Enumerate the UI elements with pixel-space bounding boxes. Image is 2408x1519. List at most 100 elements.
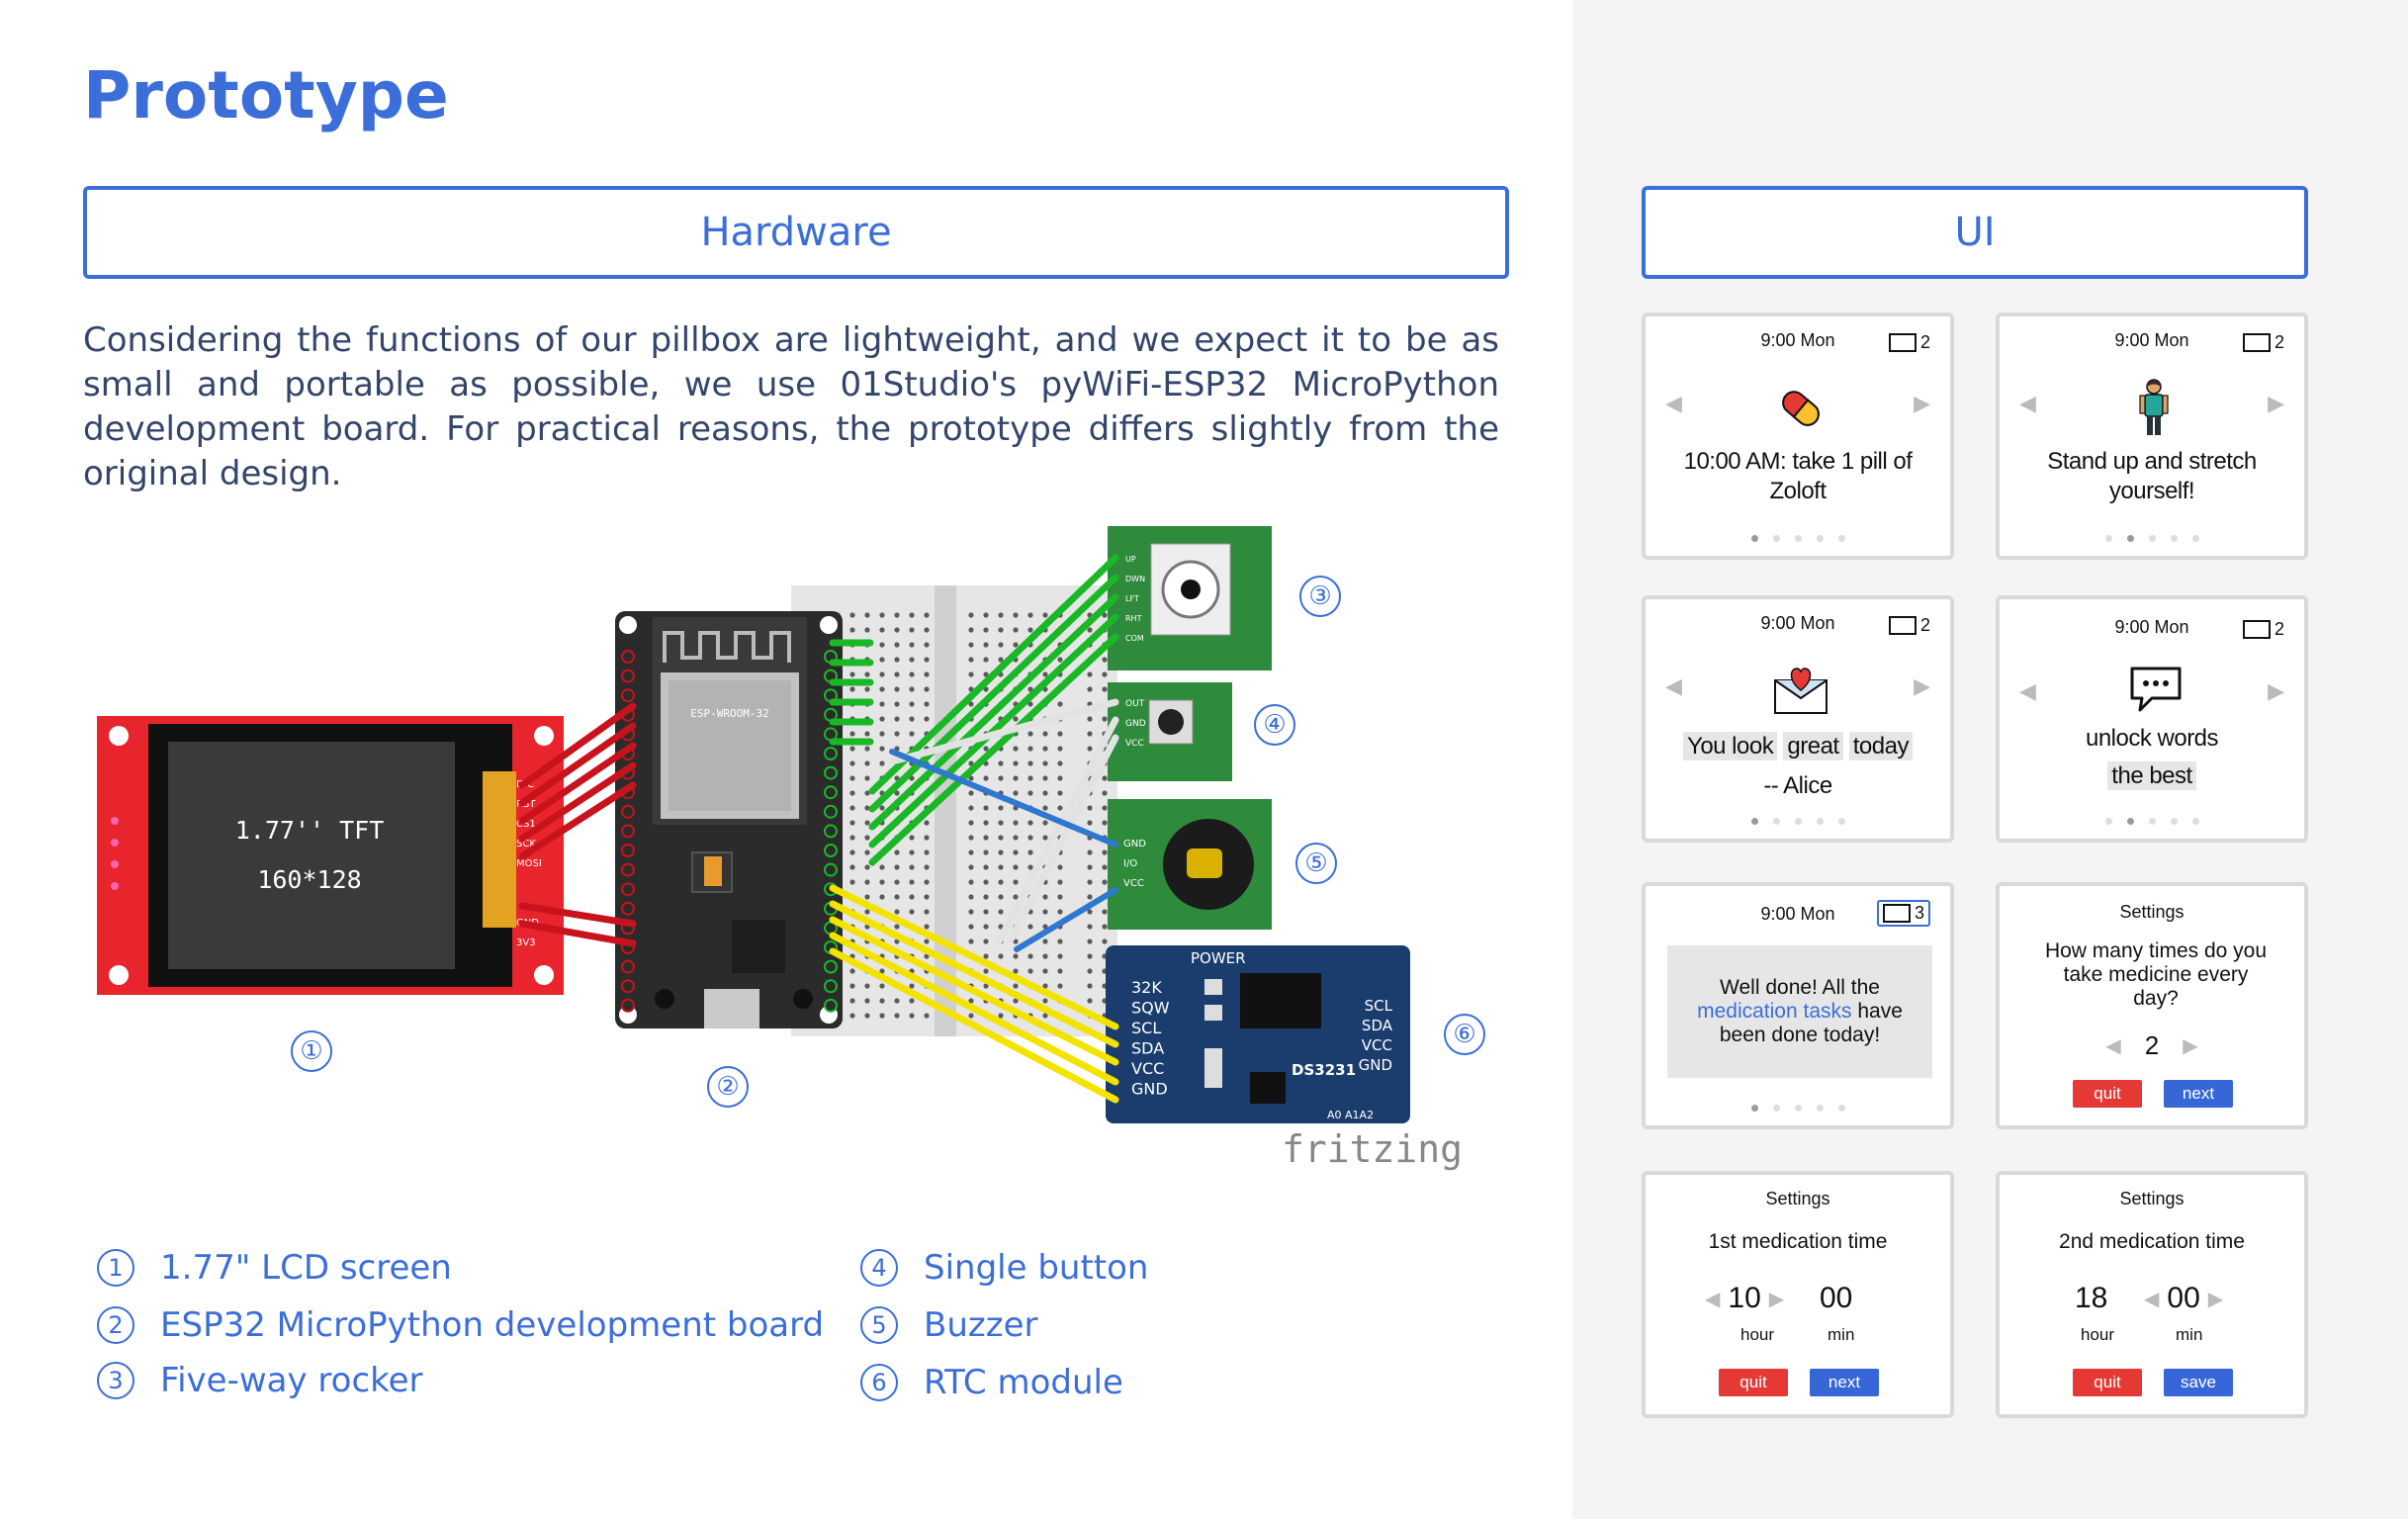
lcd-pin-label: CS1 bbox=[516, 819, 536, 830]
buzzer-pin-label: GND bbox=[1123, 839, 1146, 849]
page-dots bbox=[1646, 818, 1950, 825]
callout-6: ⑥ bbox=[1444, 1014, 1485, 1055]
rocker-pin-label: RHT bbox=[1125, 614, 1142, 623]
message-icon bbox=[1882, 904, 1911, 923]
unlocked-word: the best bbox=[2107, 761, 2196, 790]
page-dots bbox=[2000, 535, 2304, 542]
page-title: Prototype bbox=[83, 57, 449, 134]
quit-button[interactable]: quit bbox=[2073, 1080, 2142, 1108]
notification-badge: 2 bbox=[1888, 615, 1930, 636]
esp32-left-pin bbox=[621, 979, 635, 994]
speech-bubble-icon bbox=[2130, 667, 2182, 712]
hardware-header: Hardware bbox=[83, 186, 1509, 279]
ui-card-medication-reminder: 9:00 Mon 2 ◀ ▶ 10:00 AM: take 1 pill of … bbox=[1642, 313, 1954, 560]
hour-value[interactable]: 18 bbox=[2075, 1282, 2108, 1314]
lcd-text-resolution: 160*128 bbox=[257, 865, 361, 894]
esp32-right-pin bbox=[824, 804, 838, 819]
completion-message: Well done! All the medication tasks have… bbox=[1667, 945, 1932, 1078]
minute-label: min bbox=[2176, 1325, 2203, 1344]
legend-item-2: 2 ESP32 MicroPython development board bbox=[97, 1305, 824, 1345]
esp32-left-pin bbox=[621, 650, 635, 664]
clock-time: 9:00 Mon bbox=[1760, 904, 1835, 924]
rocker-pin-label: UP bbox=[1125, 555, 1136, 564]
esp32-left-pin bbox=[621, 669, 635, 683]
pill-icon bbox=[1782, 391, 1820, 426]
prev-arrow-icon[interactable]: ◀ bbox=[2019, 678, 2036, 703]
clock-time: 9:00 Mon bbox=[1760, 613, 1835, 633]
page-dots bbox=[1646, 535, 1950, 542]
page-dots bbox=[2000, 818, 2304, 825]
esp32-right-pin bbox=[824, 998, 838, 1013]
highlight-text: medication tasks bbox=[1697, 1000, 1852, 1023]
esp32-right-pin bbox=[824, 765, 838, 780]
decrease-arrow-icon[interactable]: ◀ bbox=[1705, 1288, 1721, 1310]
esp32-board: ESP-WROOM-32 bbox=[615, 611, 843, 1028]
callout-3: ③ bbox=[1299, 576, 1341, 617]
legend-item-4: 4 Single button bbox=[860, 1248, 1148, 1288]
increase-arrow-icon[interactable]: ▶ bbox=[2183, 1035, 2198, 1057]
message-icon bbox=[1888, 616, 1917, 635]
next-arrow-icon[interactable]: ▶ bbox=[1914, 673, 1930, 698]
lcd-pin-label: 3V3 bbox=[516, 938, 536, 948]
times-stepper[interactable]: ◀ 2 ▶ bbox=[2000, 1030, 2304, 1061]
next-button[interactable]: next bbox=[2164, 1080, 2233, 1108]
minute-stepper[interactable]: ◀ 00 ▶ bbox=[2144, 1282, 2223, 1315]
minute-value[interactable]: 00 bbox=[1820, 1282, 1853, 1314]
unlock-title: unlock words bbox=[2085, 725, 2219, 752]
unlock-word-row: the best bbox=[2009, 761, 2294, 791]
esp32-right-pin bbox=[824, 979, 838, 994]
quit-button[interactable]: quit bbox=[1719, 1369, 1788, 1396]
rocker-pin-label: DWN bbox=[1125, 575, 1145, 583]
hour-label: hour bbox=[1740, 1325, 1775, 1344]
settings-title: Settings bbox=[2119, 1189, 2185, 1208]
quit-button[interactable]: quit bbox=[2073, 1369, 2142, 1396]
unlocked-word: You look bbox=[1683, 732, 1778, 760]
callout-5: ⑤ bbox=[1295, 843, 1337, 884]
increase-arrow-icon[interactable]: ▶ bbox=[2207, 1288, 2224, 1310]
lcd-pin-label: RST bbox=[516, 799, 536, 810]
increase-arrow-icon[interactable]: ▶ bbox=[1768, 1288, 1785, 1310]
esp32-chip-label: ESP-WROOM-32 bbox=[690, 707, 768, 720]
wiring-diagram: 1.77'' TFT 160*128 D/CRSTCS1SCKMOSIGND3V… bbox=[97, 526, 1410, 1123]
esp32-right-pin bbox=[824, 862, 838, 877]
decrease-arrow-icon[interactable]: ◀ bbox=[2144, 1288, 2160, 1310]
decrease-arrow-icon[interactable]: ◀ bbox=[2105, 1035, 2121, 1057]
legend-item-6: 6 RTC module bbox=[860, 1363, 1123, 1402]
esp32-left-pin bbox=[621, 824, 635, 839]
ui-card-unlock-words: 9:00 Mon 2 ◀ ▶ unlock words the best bbox=[1996, 595, 2308, 843]
save-button[interactable]: save bbox=[2164, 1369, 2233, 1396]
next-arrow-icon[interactable]: ▶ bbox=[2268, 678, 2284, 703]
button-pin-label: GND bbox=[1125, 719, 1146, 729]
notification-badge: 2 bbox=[1888, 332, 1930, 353]
legend-item-1: 1 1.77" LCD screen bbox=[97, 1248, 452, 1288]
callout-2: ② bbox=[707, 1066, 749, 1108]
settings-title: Settings bbox=[1765, 1189, 1830, 1208]
minute-value: 00 bbox=[2167, 1282, 2200, 1314]
next-arrow-icon[interactable]: ▶ bbox=[1914, 391, 1930, 415]
button-pin-label: OUT bbox=[1125, 699, 1145, 709]
esp32-right-pin bbox=[824, 785, 838, 800]
reminder-message: 10:00 AM: take 1 pill of Zoloft bbox=[1683, 448, 1913, 504]
esp32-right-pin bbox=[824, 959, 838, 974]
lcd-screen: 1.77'' TFT 160*128 D/CRSTCS1SCKMOSIGND3V… bbox=[97, 716, 564, 995]
hour-value: 10 bbox=[1728, 1282, 1761, 1314]
legend-number: 4 bbox=[860, 1249, 898, 1287]
times-value: 2 bbox=[2144, 1030, 2160, 1060]
prev-arrow-icon[interactable]: ◀ bbox=[1665, 391, 1682, 415]
clock-time: 9:00 Mon bbox=[2114, 330, 2189, 350]
rtc-address-label: A0 A1A2 bbox=[1327, 1109, 1374, 1121]
legend-label: Buzzer bbox=[924, 1305, 1038, 1345]
legend-number: 6 bbox=[860, 1364, 898, 1401]
callout-1: ① bbox=[291, 1030, 332, 1072]
rtc-pin-label: 32K bbox=[1131, 978, 1162, 997]
prev-arrow-icon[interactable]: ◀ bbox=[2019, 391, 2036, 415]
ui-header-label: UI bbox=[1954, 210, 1996, 255]
hour-stepper[interactable]: ◀ 10 ▶ bbox=[1705, 1282, 1784, 1315]
esp32-right-pin bbox=[824, 747, 838, 760]
legend-item-5: 5 Buzzer bbox=[860, 1305, 1037, 1345]
rtc-pin-label: SDA bbox=[1362, 1017, 1393, 1034]
prev-arrow-icon[interactable]: ◀ bbox=[1665, 673, 1682, 698]
next-arrow-icon[interactable]: ▶ bbox=[2268, 391, 2284, 415]
next-button[interactable]: next bbox=[1810, 1369, 1879, 1396]
clock-time: 9:00 Mon bbox=[2114, 617, 2189, 637]
